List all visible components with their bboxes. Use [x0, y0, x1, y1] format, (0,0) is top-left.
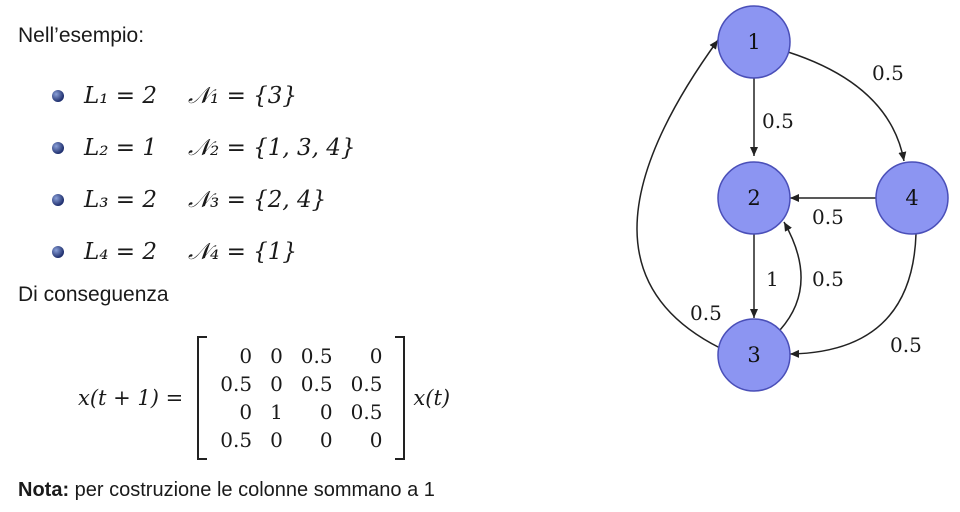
matrix-cell: 0.5	[220, 428, 253, 452]
graph-node-3: 3	[717, 318, 791, 392]
neighbor-set-equation: 𝒩₂ = {1, 3, 4}	[188, 135, 356, 161]
list-item: L₃ = 2 𝒩₃ = {2, 4}	[52, 174, 356, 226]
node-label: 3	[747, 343, 760, 367]
out-degree-equation: L₃ = 2	[84, 187, 158, 213]
graph-node-2: 2	[717, 161, 791, 235]
bullet-icon	[52, 246, 64, 258]
graph-node-4: 4	[875, 161, 949, 235]
neighbor-list: L₁ = 2 𝒩₁ = {3} L₂ = 1 𝒩₂ = {1, 3, 4} L₃…	[52, 70, 356, 278]
edge-3-to-1	[636, 39, 721, 349]
out-degree-equation: L₂ = 1	[84, 135, 158, 161]
matrix-cell: 0.5	[300, 372, 333, 396]
list-item: L₂ = 1 𝒩₂ = {1, 3, 4}	[52, 122, 356, 174]
bullet-icon	[52, 90, 64, 102]
edge-4-to-3	[789, 233, 917, 358]
edge-label: 1	[766, 267, 779, 291]
matrix-cell: 0	[319, 400, 333, 424]
formula-lhs: x(t + 1) =	[78, 386, 184, 410]
note-label: Nota:	[18, 479, 70, 501]
transition-matrix: 0 0 0.5 0 0.5 0 0.5 0.5 0 1 0 0.5 0.5 0 …	[211, 342, 391, 454]
matrix-cell: 0	[319, 428, 333, 452]
edge-label: 0.5	[690, 301, 722, 325]
matrix-cell: 0	[239, 400, 253, 424]
neighbor-set-equation: 𝒩₄ = {1}	[188, 239, 298, 265]
matrix-cell: 0	[270, 372, 283, 396]
matrix-cell: 0	[270, 344, 283, 368]
update-formula: x(t + 1) = 0 0 0.5 0 0.5 0 0.5 0.5 0 1 0…	[78, 336, 450, 460]
edge-label: 0.5	[762, 109, 794, 133]
bullet-icon	[52, 142, 64, 154]
matrix-row: 0 0 0.5 0	[211, 342, 391, 370]
out-degree-equation: L₄ = 2	[84, 239, 158, 265]
neighbor-set-equation: 𝒩₃ = {2, 4}	[188, 187, 327, 213]
graph-edges	[636, 39, 917, 358]
matrix-row: 0 1 0 0.5	[211, 398, 391, 426]
matrix-cell: 0	[239, 344, 253, 368]
node-label: 2	[747, 186, 760, 210]
matrix-cell: 1	[270, 400, 283, 424]
note: Nota: per costruzione le colonne sommano…	[18, 479, 435, 502]
formula-rhs: x(t)	[413, 386, 451, 410]
matrix-right-bracket	[395, 336, 406, 460]
edge-labels: 0.5 0.5 0.5 1 0.5 0.5 0.5	[690, 61, 922, 357]
edge-1-to-4	[787, 51, 907, 162]
edge-label: 0.5	[890, 333, 922, 357]
matrix-cell: 0.5	[350, 372, 383, 396]
neighbor-set-equation: 𝒩₁ = {3}	[188, 83, 298, 109]
matrix-cell: 0.5	[300, 344, 333, 368]
consequence-text: Di conseguenza	[18, 283, 169, 306]
node-label: 1	[747, 30, 760, 54]
list-item: L₁ = 2 𝒩₁ = {3}	[52, 70, 356, 122]
edge-label: 0.5	[812, 267, 844, 291]
node-label: 4	[905, 186, 918, 210]
graph-nodes: 1 2 3 4	[717, 5, 949, 392]
matrix-left-bracket	[197, 336, 208, 460]
out-degree-equation: L₁ = 2	[84, 83, 158, 109]
edge-label: 0.5	[812, 205, 844, 229]
matrix-row: 0.5 0 0.5 0.5	[211, 370, 391, 398]
edge-3-to-2	[779, 221, 802, 331]
matrix-cell: 0.5	[220, 372, 253, 396]
matrix-cell: 0	[369, 344, 383, 368]
graph-diagram: 0.5 0.5 0.5 1 0.5 0.5 0.5 1 2 3 4	[636, 5, 949, 392]
note-text: per costruzione le colonne sommano a 1	[69, 479, 435, 501]
bullet-icon	[52, 194, 64, 206]
list-item: L₄ = 2 𝒩₄ = {1}	[52, 226, 356, 278]
matrix-cell: 0	[270, 428, 283, 452]
edge-label: 0.5	[872, 61, 904, 85]
matrix-cell: 0	[369, 428, 383, 452]
graph-node-1: 1	[717, 5, 791, 79]
intro-text: Nell’esempio:	[18, 24, 145, 47]
matrix-cell: 0.5	[350, 400, 383, 424]
matrix-row: 0.5 0 0 0	[211, 426, 391, 454]
